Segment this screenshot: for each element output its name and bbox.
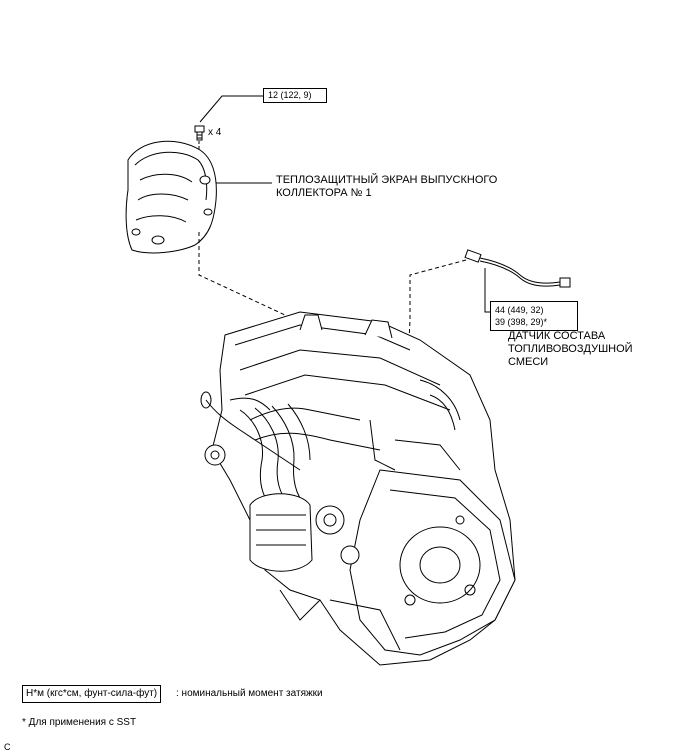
torque-units-box: Н*м (кгс*см, фунт-сила-фут) — [22, 685, 162, 703]
af-sensor-label-line-3: СМЕСИ — [508, 356, 549, 368]
sensor-torque-leader — [484, 268, 490, 313]
bolt-icon — [194, 125, 205, 141]
engine-assembly-drawing — [200, 311, 516, 666]
sensor-torque-box: 44 (449, 32) 39 (398, 29)* — [490, 301, 578, 331]
heat-shield-label: ТЕПЛОЗАЩИТНЫЙ ЭКРАН ВЫПУСКНОГО КОЛЛЕКТОР… — [276, 174, 497, 200]
af-sensor-drawing — [464, 249, 571, 288]
figure-code: C — [4, 742, 11, 752]
heat-shield-drawing — [125, 140, 217, 254]
torque-units-description: : номинальный момент затяжки — [176, 688, 323, 699]
sensor-torque-line-1: 44 (449, 32) — [495, 305, 544, 315]
bolt-count-label: x 4 — [208, 127, 222, 138]
af-sensor-label-line-2: ТОПЛИВОВОЗДУШНОЙ — [508, 343, 633, 355]
bolt-torque-leader — [199, 95, 263, 123]
heat-shield-label-line-2: КОЛЛЕКТОРА № 1 — [276, 187, 372, 199]
af-sensor-label-line-1: ДАТЧИК СОСТАВА — [508, 330, 606, 342]
sst-note: * Для применения с SST — [22, 717, 137, 728]
heat-shield-label-line-1: ТЕПЛОЗАЩИТНЫЙ ЭКРАН ВЫПУСКНОГО — [276, 174, 498, 186]
bolt-torque-box: 12 (122, 9) — [263, 88, 327, 103]
sensor-torque-line-2: 39 (398, 29)* — [495, 317, 548, 327]
af-sensor-label: ДАТЧИК СОСТАВА ТОПЛИВОВОЗДУШНОЙ СМЕСИ — [508, 330, 633, 369]
